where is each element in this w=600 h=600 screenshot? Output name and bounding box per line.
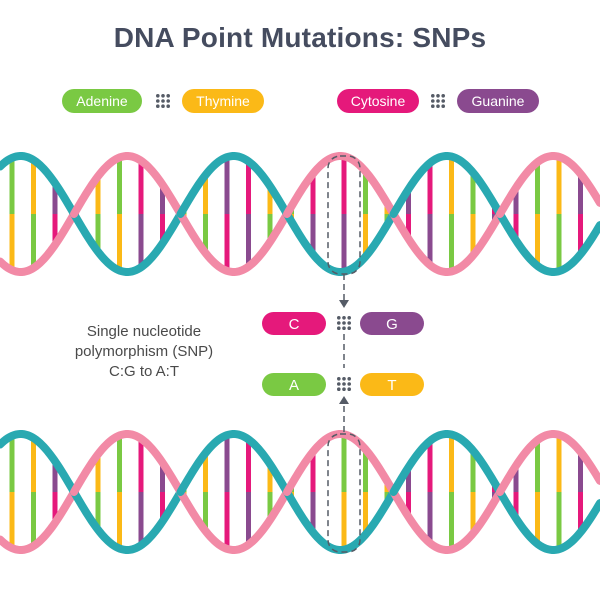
teal-strand xyxy=(70,210,185,276)
pink-strand xyxy=(283,152,398,218)
bond-dots-icon xyxy=(156,94,170,108)
adenine-base-pill xyxy=(262,373,326,396)
pink-strand xyxy=(496,430,600,496)
legend-pair-cytosine-guanine: Cytosine Guanine xyxy=(337,89,539,113)
mutation-highlight-box-bottom xyxy=(327,433,361,553)
teal-strand xyxy=(283,488,398,554)
guanine-pill xyxy=(457,89,539,113)
pink-strand xyxy=(70,152,185,218)
dna-helix-original xyxy=(0,152,600,276)
pink-strand xyxy=(389,210,504,276)
teal-strand xyxy=(389,152,504,218)
cytosine-base-pill xyxy=(262,312,326,335)
adenine-base-label: A xyxy=(289,377,299,394)
cytosine-base-label: C xyxy=(289,316,300,333)
thymine-base-label: T xyxy=(387,377,396,394)
thymine-base-pill xyxy=(360,373,424,396)
bond-dots-icon xyxy=(337,316,352,331)
adenine-pill xyxy=(62,89,142,113)
snp-description-line-3: C:G to A:T xyxy=(108,363,180,380)
pink-strand xyxy=(70,430,185,496)
thymine-pill xyxy=(182,89,264,113)
pink-strand xyxy=(496,152,600,218)
arrow-down-icon xyxy=(339,274,349,308)
pink-strand xyxy=(0,488,78,554)
snp-description-line-1: Single nucleotide xyxy=(86,323,202,340)
pink-strand xyxy=(176,210,291,276)
teal-strand xyxy=(176,430,291,496)
pink-strand xyxy=(0,210,78,276)
guanine-base-pill xyxy=(360,312,424,335)
arrow-up-icon xyxy=(339,396,349,432)
cytosine-pill xyxy=(337,89,419,113)
adenine-label: Adenine xyxy=(76,93,128,109)
teal-strand xyxy=(70,488,185,554)
teal-strand xyxy=(389,430,504,496)
bond-dots-icon xyxy=(337,377,352,392)
thymine-label: Thymine xyxy=(196,93,250,109)
pink-strand xyxy=(283,430,398,496)
pair-after: A T xyxy=(262,373,424,396)
snp-description: Single nucleotide polymorphism (SNP) C:G… xyxy=(44,322,244,382)
pink-strand xyxy=(176,488,291,554)
dna-helix-mutated xyxy=(0,430,600,554)
legend: Adenine Thymine Cytosine Guanine xyxy=(62,89,539,113)
page-title: DNA Point Mutations: SNPs xyxy=(113,22,487,53)
teal-strand xyxy=(283,210,398,276)
guanine-label: Guanine xyxy=(472,93,525,109)
bond-dots-icon xyxy=(431,94,446,108)
teal-strand xyxy=(0,430,78,496)
guanine-base-label: G xyxy=(386,316,398,333)
teal-strand xyxy=(496,210,600,276)
teal-strand xyxy=(496,488,600,554)
teal-strand xyxy=(176,152,291,218)
pink-strand xyxy=(389,488,504,554)
legend-pair-adenine-thymine: Adenine Thymine xyxy=(62,89,264,113)
teal-strand xyxy=(0,152,78,218)
cytosine-label: Cytosine xyxy=(351,93,406,109)
snp-description-line-2: polymorphism (SNP) xyxy=(74,343,214,360)
pair-before: C G xyxy=(262,312,424,335)
